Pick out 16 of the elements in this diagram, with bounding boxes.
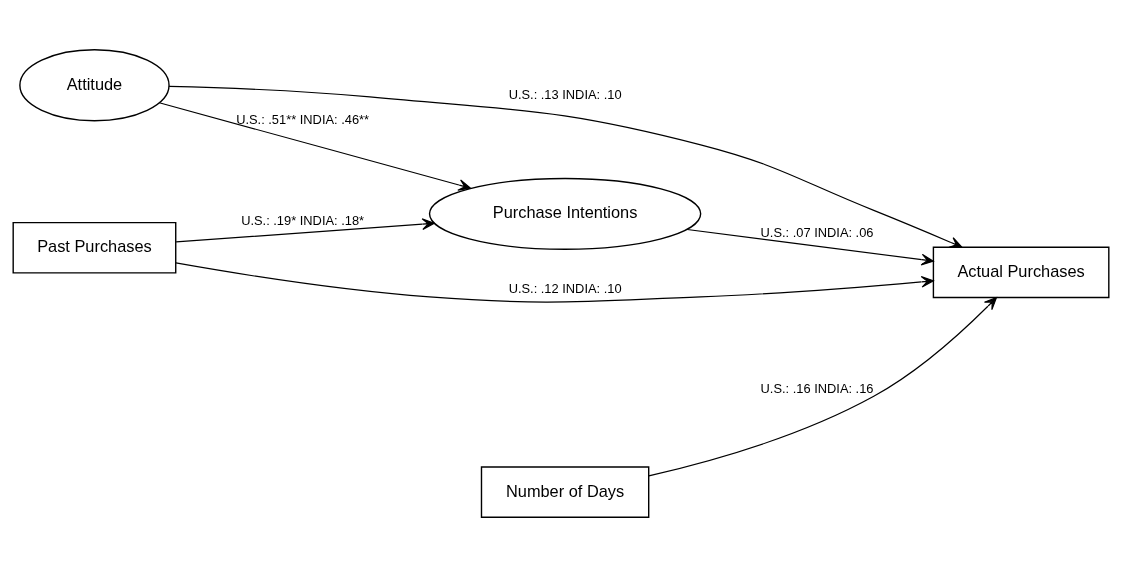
edge-label: U.S.: .19* INDIA: .18* [241, 213, 365, 229]
arrow [158, 102, 472, 191]
edge-label: U.S.: .16 INDIA: .16 [760, 380, 874, 396]
arrow [175, 218, 435, 243]
arrow [175, 262, 934, 303]
node-box: Past Purchases [12, 221, 177, 274]
node-box: Actual Purchases [932, 246, 1110, 299]
arrow [168, 85, 963, 248]
edge-label: U.S.: .12 INDIA: .10 [508, 281, 622, 297]
edge-label: U.S.: .07 INDIA: .06 [760, 225, 874, 241]
node-ellipse: Attitude [19, 49, 170, 122]
edge-label: U.S.: .51** INDIA: .46** [236, 111, 370, 127]
arrow [686, 228, 934, 266]
node-box: Number of Days [480, 466, 650, 519]
edge-label: U.S.: .13 INDIA: .10 [508, 87, 622, 103]
arrow [648, 297, 997, 477]
